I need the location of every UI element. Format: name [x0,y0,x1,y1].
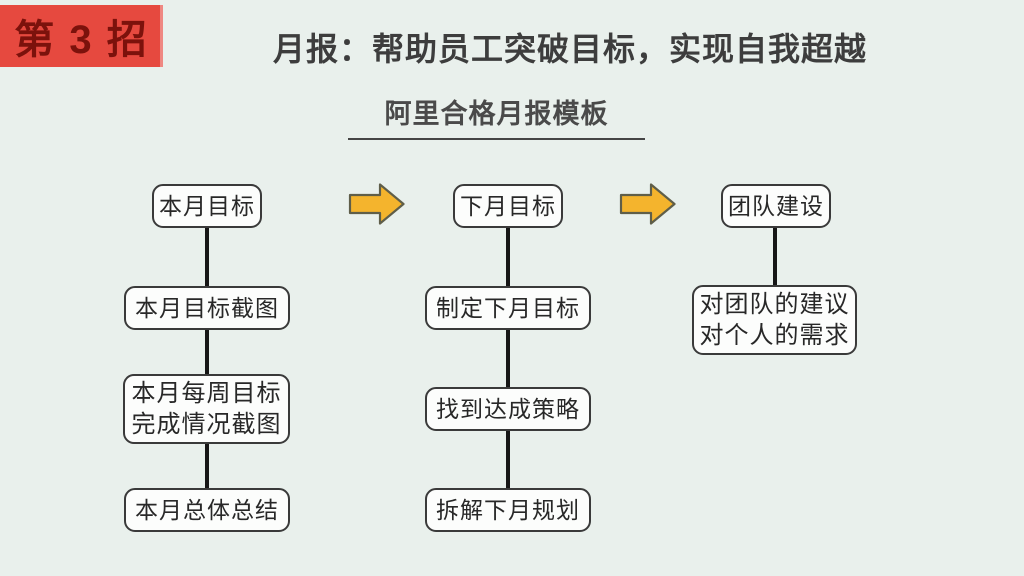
flow-box-label: 完成情况截图 [131,411,282,438]
flow-box-break-down-plan: 拆解下月规划 [425,488,591,532]
flow-box-this-month-goal-screenshot: 本月目标截图 [124,286,290,330]
flow-box-next-month-goal: 下月目标 [453,184,563,228]
flow-box-label: 本月总体总结 [135,496,279,523]
slide-number-badge: 第 3 招 [0,5,163,67]
flow-box-weekly-goal-completion: 本月每周目标 完成情况截图 [123,374,290,444]
flow-box-this-month-summary: 本月总体总结 [124,488,290,532]
flow-box-this-month-goal: 本月目标 [152,184,262,228]
flow-box-team-personal-suggestions: 对团队的建议 对个人的需求 [692,285,857,355]
flow-box-label: 制定下月目标 [436,294,580,321]
diagram-subtitle: 阿里合格月报模板 [348,92,645,140]
flow-box-team-building: 团队建设 [721,184,831,228]
flow-box-label: 下月目标 [460,192,556,219]
arrow-right-icon [348,181,406,227]
flow-box-set-next-month-goal: 制定下月目标 [425,286,591,330]
slide-number-label: 第 3 招 [14,18,149,62]
flow-box-label: 对团队的建议 [699,291,850,318]
page-title: 月报：帮助员工突破目标，实现自我超越 [272,31,867,67]
flow-box-label: 拆解下月规划 [436,496,580,523]
flow-box-label: 对个人的需求 [699,322,850,349]
flow-box-label: 本月目标截图 [135,294,279,321]
flow-box-label: 找到达成策略 [436,395,580,422]
arrow-right-icon [619,181,677,227]
flow-box-label: 团队建设 [728,192,824,219]
flow-box-label: 本月每周目标 [131,380,282,407]
flow-box-find-strategy: 找到达成策略 [425,387,591,431]
flow-box-label: 本月目标 [159,192,255,219]
connector-line-column3 [773,206,777,320]
connector-line-column1 [205,206,209,510]
connector-line-column2 [506,206,510,510]
